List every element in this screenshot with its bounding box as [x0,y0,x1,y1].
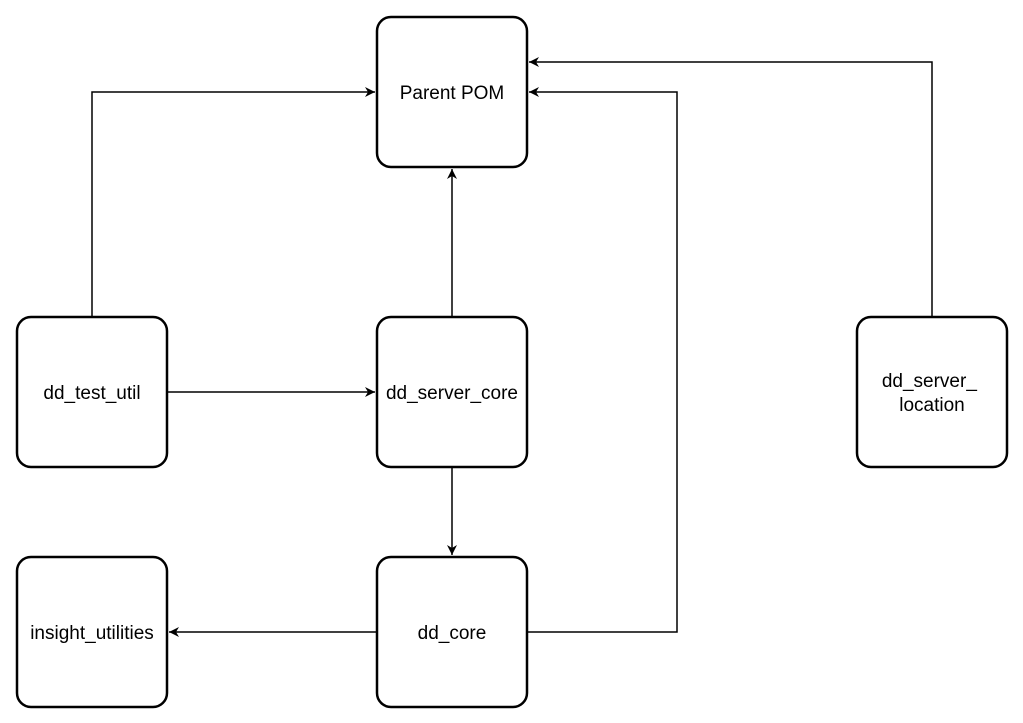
node-dd-server-core: dd_server_core [375,315,529,469]
edges [91,57,933,637]
node-label: dd_test_util [43,383,140,404]
node-parent-pom: Parent POM [375,15,529,169]
node-insight-utilities: insight_utilities [15,555,169,709]
node-dd-core: dd_core [375,555,529,709]
node-label: dd_core [418,623,487,644]
node-dd-server-location: dd_server_ location [855,315,1009,469]
node-label: Parent POM [400,83,505,104]
node-label: insight_utilities [30,623,154,644]
node-dd-test-util: dd_test_util [15,315,169,469]
edge-dd-test-util-to-parent-pom [91,87,375,317]
edge-dd-server-location-to-parent-pom [529,57,933,317]
node-label: dd_server_core [386,383,518,404]
node-label: dd_server_ location [882,371,982,416]
edge-dd-core-to-parent-pom [527,87,678,633]
